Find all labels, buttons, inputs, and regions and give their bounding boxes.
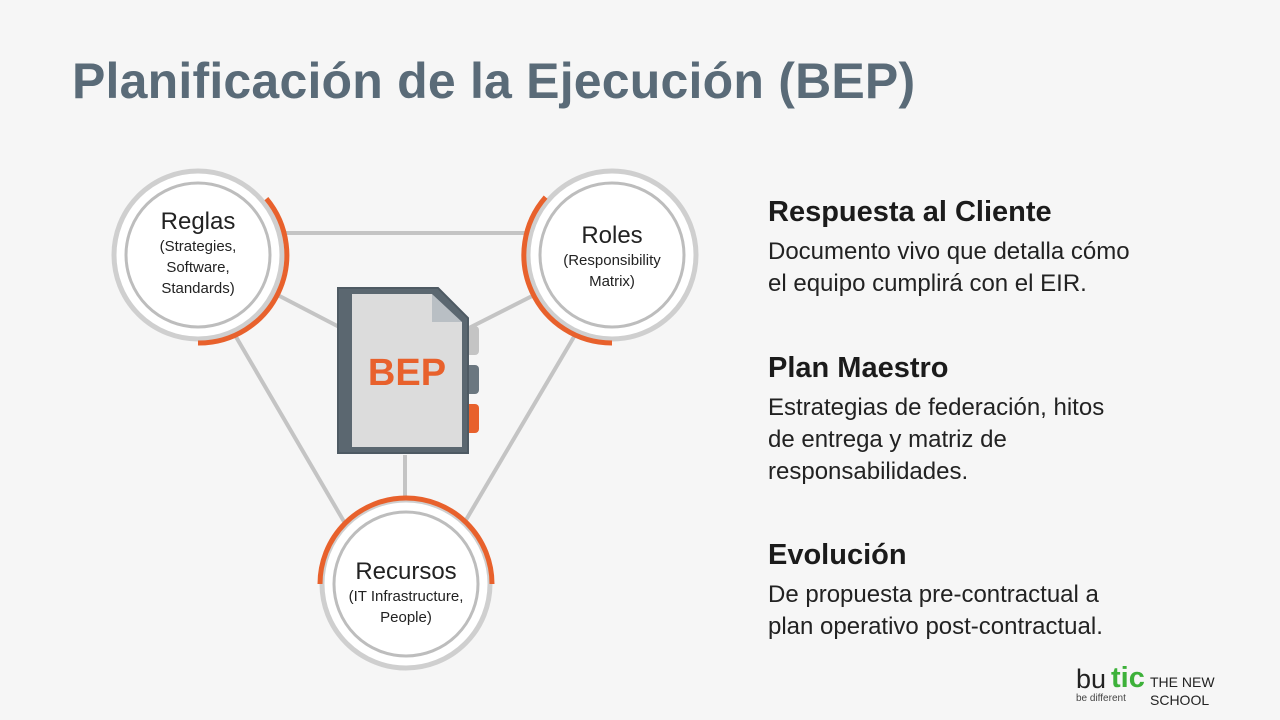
node-reglas-name: Reglas <box>160 208 236 235</box>
node-recursos-text: Recursos (IT Infrastructure, People) <box>316 558 496 628</box>
section-body: Documento vivo que detalla cómo el equip… <box>768 236 1238 300</box>
section-respuesta-cliente: Respuesta al Cliente Documento vivo que … <box>768 194 1238 300</box>
node-roles-detail-2: Matrix) <box>589 273 635 290</box>
section-evolucion: Evolución De propuesta pre-contractual a… <box>768 537 1238 643</box>
node-recursos-detail-2: People) <box>380 609 432 626</box>
section-heading: Plan Maestro <box>768 352 949 384</box>
connector-roles-recursos <box>461 328 580 527</box>
node-roles-detail-1: (Responsibility <box>563 252 661 269</box>
section-heading: Evolución <box>768 539 907 571</box>
doc-fold <box>432 294 462 322</box>
node-roles-text: Roles (Responsibility Matrix) <box>532 222 692 292</box>
section-plan-maestro: Plan Maestro Estrategias de federación, … <box>768 350 1238 488</box>
logo-tagline: be different <box>1076 693 1126 704</box>
section-body-line: Documento vivo que detalla cómo <box>768 238 1130 265</box>
node-reglas-detail-1: (Strategies, <box>159 238 237 255</box>
butic-logo: bu tic THE NEW SCHOOL be different <box>1076 662 1276 708</box>
document-binder-icon <box>337 287 479 454</box>
section-heading: Respuesta al Cliente <box>768 196 1052 228</box>
connectors <box>230 231 580 527</box>
node-reglas <box>111 168 290 346</box>
node-roles-name: Roles <box>581 222 643 249</box>
node-recursos <box>317 495 495 671</box>
section-body-line: Estrategias de federación, hitos <box>768 394 1105 421</box>
node-recursos-name: Recursos <box>355 558 457 585</box>
node-reglas-detail-2: Software, <box>166 259 230 276</box>
connector-reglas-bep <box>267 288 346 332</box>
accent-arc-roles <box>521 195 613 346</box>
section-body-line: de entrega y matriz de <box>768 426 1007 453</box>
node-roles <box>521 168 699 346</box>
section-body-line: De propuesta pre-contractual a <box>768 581 1099 608</box>
logo-brand-highlight: tic <box>1111 662 1145 694</box>
node-reglas-detail-3: Standards) <box>161 280 235 297</box>
node-reglas-text: Reglas (Strategies, Software, Standards) <box>118 208 278 299</box>
logo-brand-prefix: bu <box>1076 664 1107 694</box>
connector-roles-bep <box>464 290 541 332</box>
section-body: Estrategias de federación, hitos de entr… <box>768 392 1238 488</box>
logo-school-name: THE NEW SCHOOL <box>1150 674 1215 708</box>
section-body-line: responsabilidades. <box>768 458 969 485</box>
connector-reglas-recursos <box>230 328 348 527</box>
section-body-line: plan operativo post-contractual. <box>768 613 1103 640</box>
section-body-line: el equipo cumplirá con el EIR. <box>768 270 1087 297</box>
accent-arc-recursos <box>317 495 495 585</box>
section-body: De propuesta pre-contractual a plan oper… <box>768 579 1238 643</box>
node-recursos-detail-1: (IT Infrastructure, <box>348 588 464 605</box>
page-title: Planificación de la Ejecución (BEP) <box>72 53 916 109</box>
accent-arc-reglas <box>197 196 290 346</box>
doc-page <box>352 294 462 447</box>
bep-label: BEP <box>367 352 447 394</box>
